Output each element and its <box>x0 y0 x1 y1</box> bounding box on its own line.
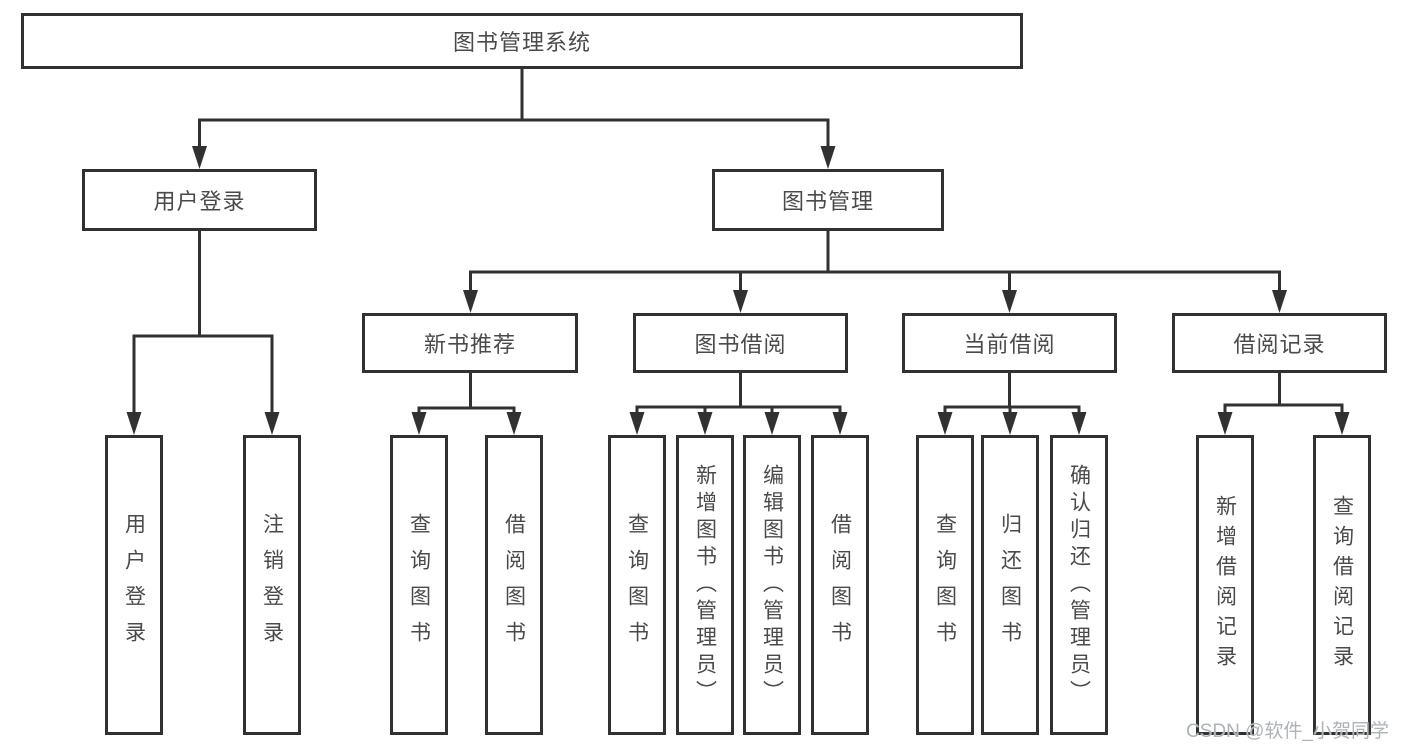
leaf-user-login: 用户登录 <box>105 435 163 735</box>
leaf-label: 查询借阅记录 <box>1330 495 1354 675</box>
leaf-label: 编辑图书（管理员） <box>760 463 784 707</box>
csdn-watermark: CSDN @软件_小贺同学 <box>1186 721 1389 742</box>
leaf-borrow-books: 借阅图书 <box>811 435 869 735</box>
leaf-label: 用户登录 <box>122 513 146 657</box>
node-user-login: 用户登录 <box>82 169 317 231</box>
node-book-management: 图书管理 <box>712 169 944 231</box>
leaf-logout: 注销登录 <box>243 435 301 735</box>
leaf-label: 查询图书 <box>933 513 957 657</box>
leaf-label: 借阅图书 <box>502 513 526 657</box>
leaf-add-borrow-record: 新增借阅记录 <box>1196 435 1254 735</box>
node-book-borrowing: 图书借阅 <box>633 313 848 373</box>
leaf-label: 归还图书 <box>998 513 1022 657</box>
leaf-add-books-admin: 新增图书（管理员） <box>676 435 734 735</box>
leaf-borrow-books-recommend: 借阅图书 <box>485 435 543 735</box>
node-library-management-system: 图书管理系统 <box>21 13 1023 69</box>
leaf-return-books: 归还图书 <box>981 435 1039 735</box>
leaf-confirm-return-admin: 确认归还（管理员） <box>1050 435 1108 735</box>
leaf-label: 查询图书 <box>625 513 649 657</box>
leaf-edit-books-admin: 编辑图书（管理员） <box>743 435 801 735</box>
node-new-book-recommend: 新书推荐 <box>362 313 578 373</box>
leaf-query-books-borrowing: 查询图书 <box>608 435 666 735</box>
leaf-label: 注销登录 <box>260 513 284 657</box>
leaf-query-borrow-record: 查询借阅记录 <box>1313 435 1371 735</box>
leaf-query-books-current: 查询图书 <box>916 435 974 735</box>
node-current-borrowing: 当前借阅 <box>902 313 1117 373</box>
leaf-query-books-recommend: 查询图书 <box>390 435 448 735</box>
node-borrowing-records: 借阅记录 <box>1172 313 1387 373</box>
leaf-label: 新增借阅记录 <box>1213 495 1237 675</box>
leaf-label: 新增图书（管理员） <box>693 463 717 707</box>
leaf-label: 确认归还（管理员） <box>1067 463 1091 707</box>
leaf-label: 查询图书 <box>407 513 431 657</box>
leaf-label: 借阅图书 <box>828 513 852 657</box>
